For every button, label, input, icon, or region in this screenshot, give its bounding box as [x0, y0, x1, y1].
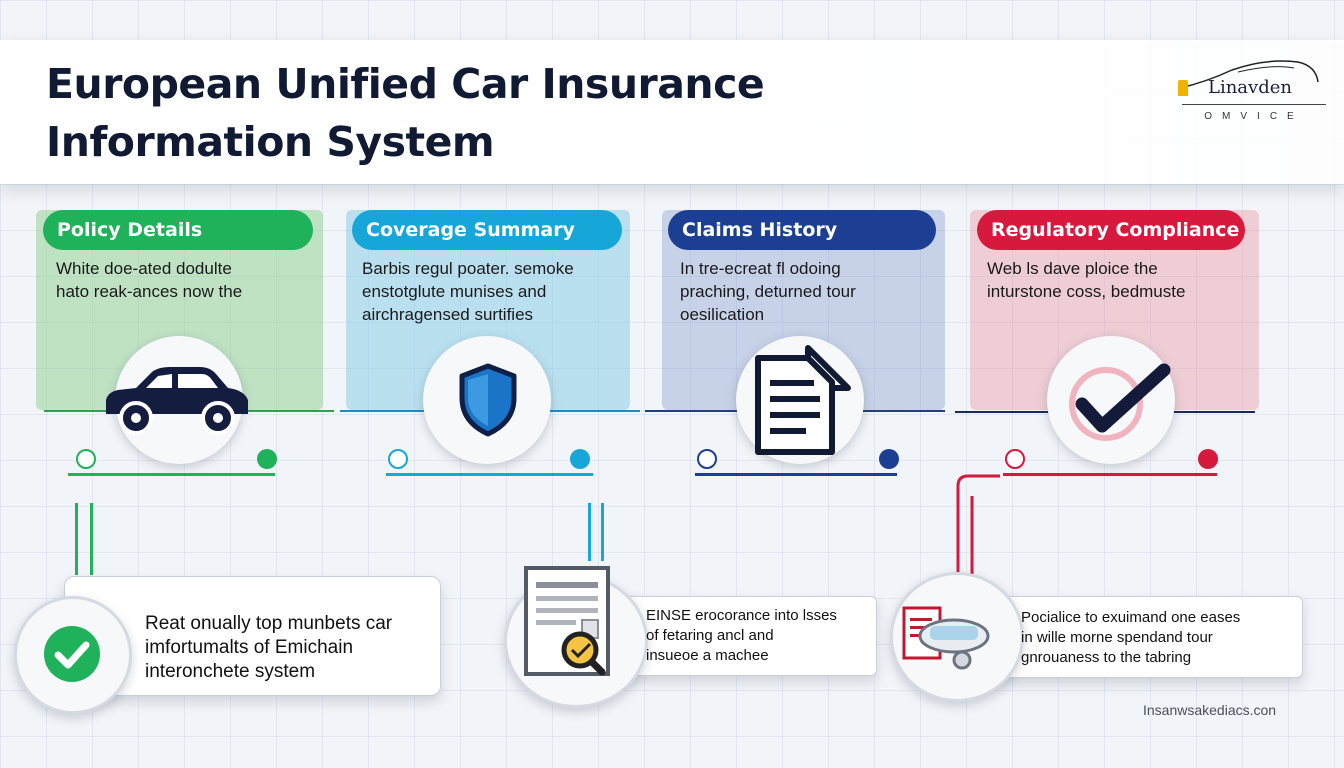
logo-divider: [1182, 104, 1326, 105]
info-card-3: [984, 596, 1303, 678]
desc-line: inturstone coss, bedmuste: [987, 282, 1186, 301]
desc-line: airchragensed surtifies: [362, 305, 534, 324]
info-card-2-text: EINSE erocorance into lsses of fetaring …: [646, 606, 837, 666]
card-line: EINSE erocorance into lsses: [646, 607, 837, 624]
card-line: of fetaring ancl and: [646, 627, 774, 644]
shield-icon: [459, 363, 517, 437]
vertical-connector: [75, 503, 78, 575]
card-line: Pocialice to exuimand one eases: [1021, 609, 1241, 626]
elbow-connector: [956, 474, 1000, 576]
desc-line: enstotglute munises and: [362, 282, 547, 301]
logo-car-icon: [1179, 60, 1319, 89]
vertical-connector: [90, 503, 93, 575]
document-magnifier-icon: [524, 566, 610, 676]
check-badge-icon: [44, 626, 100, 682]
connector-line: [386, 473, 593, 476]
documents-device-icon: [902, 606, 990, 670]
section-desc-regulatory-compliance: Web ls dave ploice the inturstone coss, …: [987, 257, 1237, 303]
page-title-line-1: European Unified Car Insurance: [46, 60, 765, 108]
section-title-regulatory-compliance: Regulatory Compliance: [977, 210, 1245, 250]
node-dot-icon: [697, 449, 717, 469]
footer-url: Insanwsakediacs.con: [1143, 702, 1277, 718]
document-icon: [755, 345, 851, 455]
desc-line: hato reak-ances now the: [56, 282, 243, 301]
section-title-coverage-summary: Coverage Summary: [352, 210, 622, 250]
desc-line: Barbis regul poater. semoke: [362, 259, 574, 278]
info-card-1-text: Reat onually top munbets car imfortumalt…: [145, 612, 392, 684]
header-band: [0, 40, 1344, 184]
logo-name: Linavden: [1208, 77, 1292, 98]
section-title-policy-details: Policy Details: [43, 210, 313, 250]
desc-line: White doe-ated dodulte: [56, 259, 232, 278]
section-desc-claims-history: In tre-ecreat fl odoing praching, deturn…: [680, 257, 930, 326]
section-desc-coverage-summary: Barbis regul poater. semoke enstotglute …: [362, 257, 612, 326]
desc-line: Web ls dave ploice the: [987, 259, 1158, 278]
desc-line: oesilication: [680, 305, 765, 324]
node-dot-icon: [388, 449, 408, 469]
checkmark-icon: [1069, 363, 1171, 441]
node-dot-icon: [879, 449, 899, 469]
node-dot-icon: [257, 449, 277, 469]
page-title-line-2: Information System: [46, 118, 495, 166]
card-line: imfortumalts of Emichain: [145, 637, 354, 658]
card-line: interonchete system: [145, 661, 316, 682]
logo-subtitle: OMVICE: [1204, 111, 1304, 122]
page-title: European Unified Car Insurance Informati…: [46, 55, 765, 171]
node-dot-icon: [570, 449, 590, 469]
desc-line: In tre-ecreat fl odoing: [680, 259, 841, 278]
section-desc-policy-details: White doe-ated dodulte hato reak-ances n…: [56, 257, 306, 303]
logo-mark: [1178, 80, 1188, 96]
section-title-claims-history: Claims History: [668, 210, 936, 250]
connector-line: [1003, 473, 1217, 476]
company-logo: Linavden OMVICE: [1176, 52, 1326, 128]
node-dot-icon: [1005, 449, 1025, 469]
card-line: Reat onually top munbets car: [145, 613, 393, 634]
card-line: in wille morne spendand tour: [1021, 629, 1213, 646]
card-line: gnrouaness to the tabring: [1021, 649, 1192, 666]
node-dot-icon: [76, 449, 96, 469]
card-line: insueoe a machee: [646, 647, 769, 664]
car-icon: [106, 367, 248, 435]
icon-circle-compliance: [1047, 336, 1175, 464]
vertical-connector: [601, 503, 604, 561]
node-dot-icon: [1198, 449, 1218, 469]
info-card-3-text: Pocialice to exuimand one eases in wille…: [1021, 608, 1240, 668]
connector-line: [695, 473, 897, 476]
vertical-connector: [588, 503, 591, 561]
connector-line: [68, 473, 275, 476]
desc-line: praching, deturned tour: [680, 282, 856, 301]
